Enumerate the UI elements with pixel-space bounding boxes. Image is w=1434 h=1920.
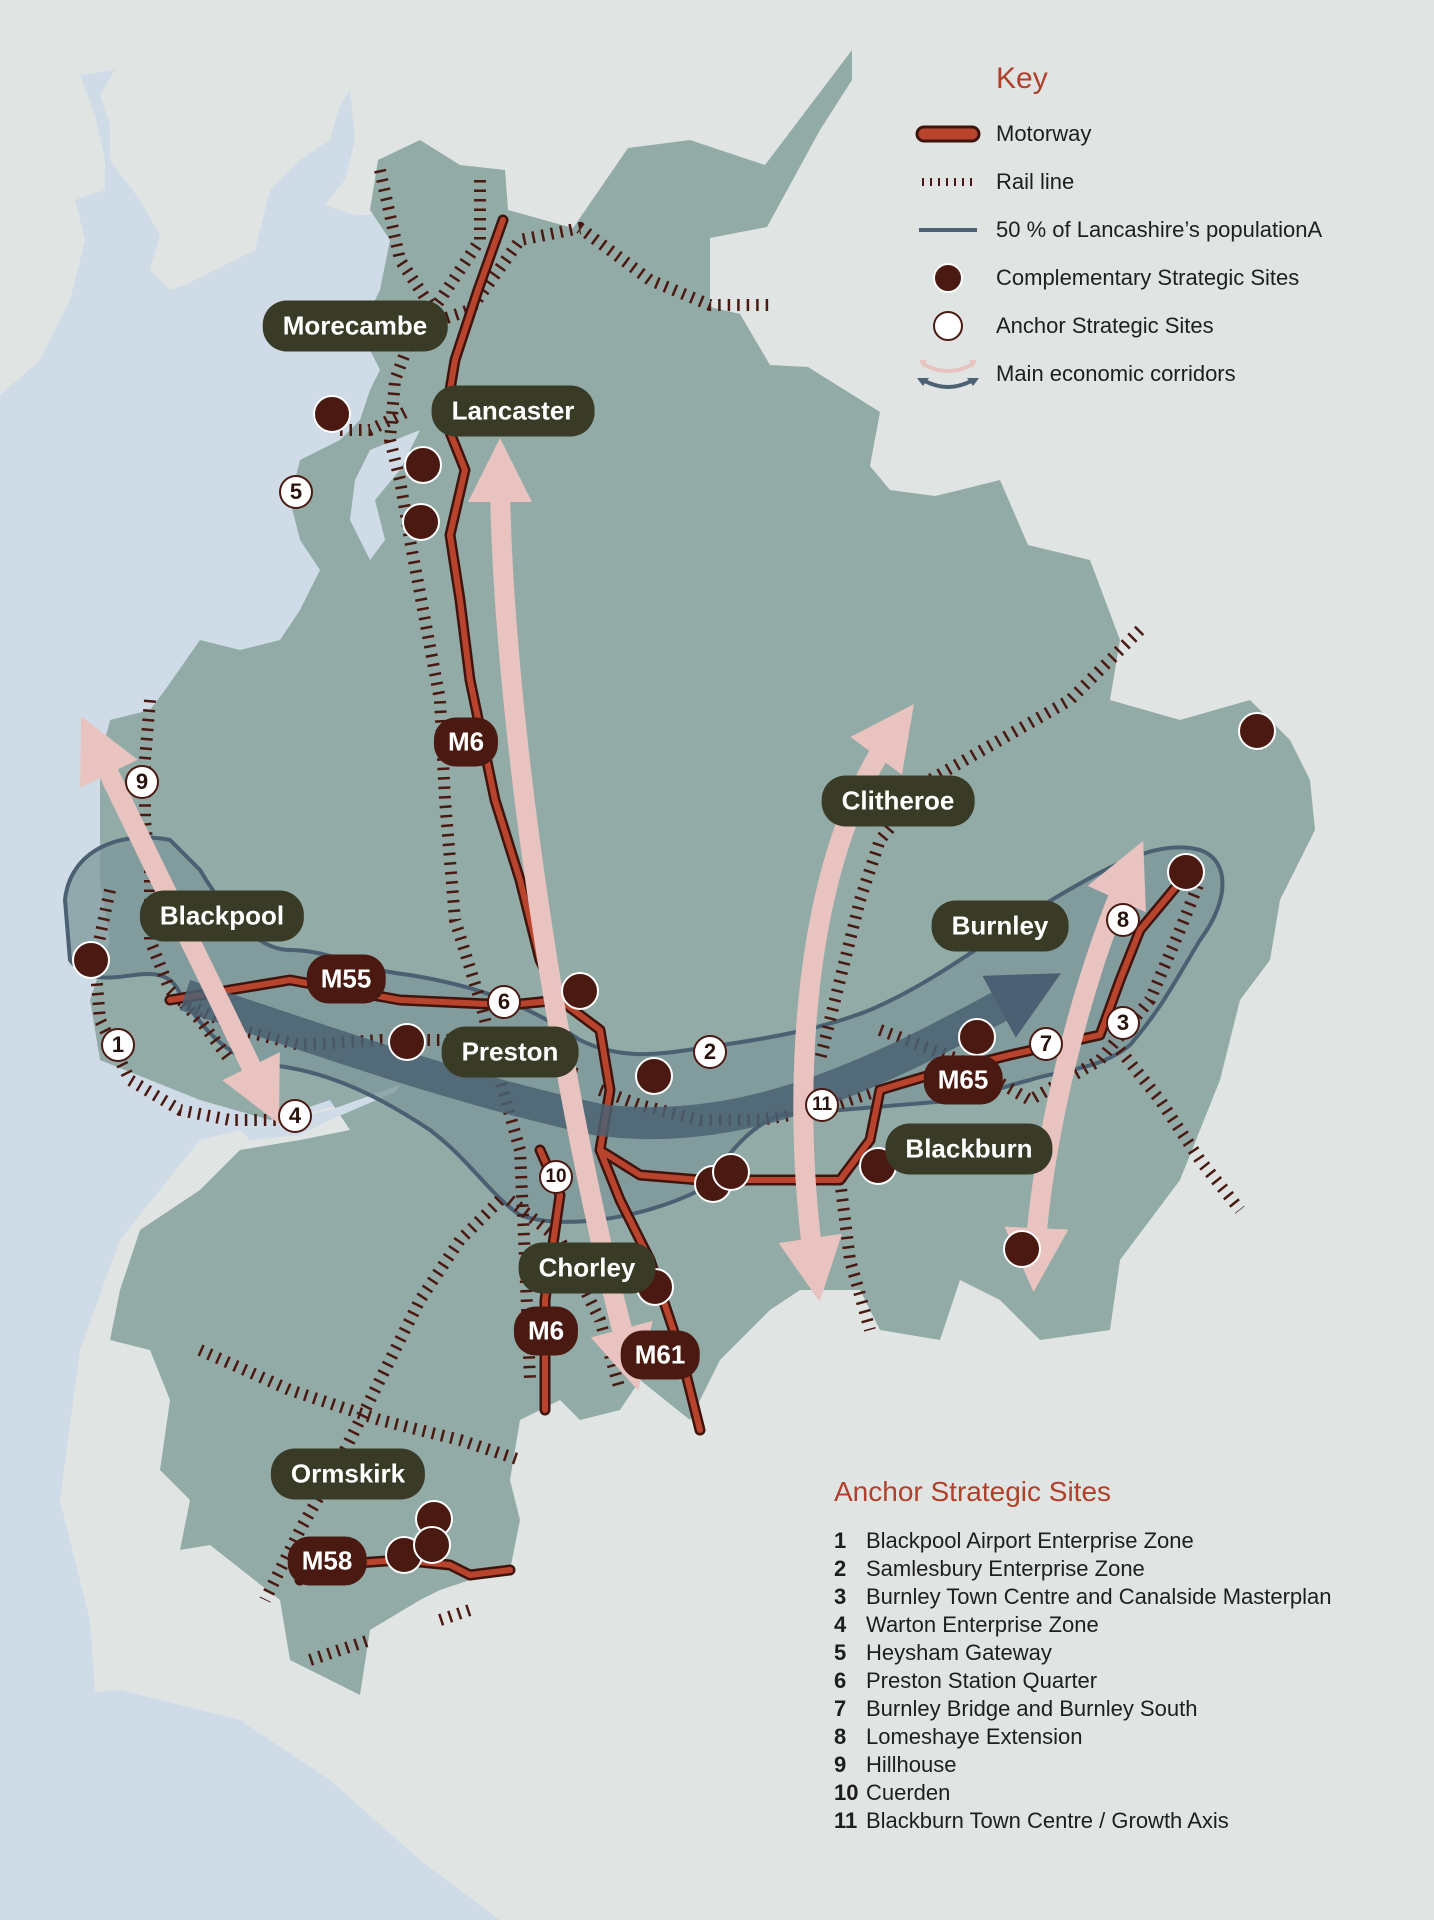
complementary-site-marker [561,972,599,1010]
anchor-site-name: Preston Station Quarter [866,1668,1098,1693]
anchor-site-marker: 6 [487,985,521,1019]
anchor-site-list-item: 6 Preston Station Quarter [834,1668,1332,1696]
anchor-site-number: 5 [834,1640,847,1665]
key-title: Key [996,62,1048,95]
anchor-site-name: Burnley Bridge and Burnley South [866,1696,1198,1721]
anchor-site-number: 11 [834,1808,858,1833]
anchor-site-marker: 4 [278,1099,312,1133]
anchor-site-marker: 5 [279,475,313,509]
anchor-site-list-item: 2 Samlesbury Enterprise Zone [834,1556,1332,1584]
key-item-corridors: Main economic corridors [900,350,1322,398]
anchor-site-name: Lomeshaye Extension [866,1724,1083,1749]
complementary-site-marker [712,1153,750,1191]
anchor-site-marker: 8 [1106,903,1140,937]
key-item-anchor: Anchor Strategic Sites [900,302,1322,350]
motorway-label: M6 [513,1306,579,1356]
map-key: Key Motorway Rail line 50 % of Lancashir… [900,62,1322,398]
complementary-site-marker [404,446,442,484]
motorway-label: M65 [923,1055,1003,1105]
town-label: Ormskirk [270,1448,426,1500]
anchor-site-list-item: 7 Burnley Bridge and Burnley South [834,1696,1332,1724]
complementary-site-marker [1003,1230,1041,1268]
town-label: Chorley [518,1242,656,1294]
motorway-label: M55 [306,954,386,1004]
anchor-site-number: 3 [834,1584,847,1609]
corridor-arrows-icon [917,360,979,389]
anchor-site-name: Burnley Town Centre and Canalside Master… [866,1584,1332,1609]
anchor-site-name: Cuerden [866,1780,951,1805]
anchor-site-number: 6 [834,1668,847,1693]
anchor-site-number: 9 [834,1752,847,1777]
town-label: Blackburn [885,1123,1053,1175]
anchor-site-list-item: 11 Blackburn Town Centre / Growth Axis [834,1808,1332,1836]
anchor-site-list-item: 1 Blackpool Airport Enterprise Zone [834,1528,1332,1556]
town-label: Morecambe [262,300,448,352]
rail-line-icon [922,178,974,186]
anchor-site-list-item: 3 Burnley Town Centre and Canalside Maste… [834,1584,1332,1612]
anchor-site-number: 4 [834,1612,847,1637]
anchor-site-number: 10 [834,1780,859,1805]
key-item-motorway: Motorway [900,110,1322,158]
motorway-label: M61 [620,1330,700,1380]
complementary-site-marker [313,395,351,433]
complementary-site-marker [1238,712,1276,750]
motorway-label: M58 [287,1536,367,1586]
anchor-site-name: Warton Enterprise Zone [866,1612,1099,1637]
anchor-sites-items: 1 Blackpool Airport Enterprise Zone 2 Samle… [834,1528,1332,1836]
lune-estuary [350,430,420,560]
anchor-site-list-item: 5 Heysham Gateway [834,1640,1332,1668]
anchor-site-name: Samlesbury Enterprise Zone [866,1556,1145,1581]
complementary-site-dot-icon [933,263,963,293]
anchor-site-marker: 7 [1029,1027,1063,1061]
anchor-site-name: Heysham Gateway [866,1640,1052,1665]
anchor-site-marker: 2 [693,1035,727,1069]
town-label: Blackpool [139,890,305,942]
anchor-site-number: 8 [834,1724,847,1749]
anchor-sites-list: Anchor Strategic Sites 1 Blackpool Airpor… [834,1476,1332,1836]
town-label: Burnley [931,900,1069,952]
anchor-site-name: Hillhouse [866,1752,957,1777]
ribble-estuary [240,1085,400,1140]
anchor-site-number: 2 [834,1556,847,1581]
complementary-site-marker [72,941,110,979]
town-label: Preston [441,1026,579,1078]
complementary-site-marker [388,1023,426,1061]
anchor-sites-title: Anchor Strategic Sites [834,1476,1112,1507]
anchor-site-number: 1 [834,1528,847,1553]
complementary-site-marker [413,1526,451,1564]
anchor-site-marker: 10 [539,1160,573,1194]
anchor-site-marker: 1 [101,1028,135,1062]
motorway-line-icon [915,125,981,143]
anchor-site-name: Blackburn Town Centre / Growth Axis [866,1808,1229,1833]
complementary-site-marker [402,503,440,541]
town-label: Lancaster [431,385,595,437]
anchor-site-marker: 11 [805,1088,839,1122]
complementary-site-marker [635,1057,673,1095]
anchor-site-number: 7 [834,1696,847,1721]
anchor-site-list-item: 10 Cuerden [834,1780,1332,1808]
mersey-estuary [0,1690,500,1920]
anchor-site-list-item: 4 Warton Enterprise Zone [834,1612,1332,1640]
complementary-site-marker [958,1018,996,1056]
anchor-site-list-item: 8 Lomeshaye Extension [834,1724,1332,1752]
anchor-site-marker: 9 [125,765,159,799]
town-label: Clitheroe [821,775,975,827]
anchor-site-name: Blackpool Airport Enterprise Zone [866,1528,1194,1553]
motorway-label: M6 [433,717,499,767]
key-item-rail: Rail line [900,158,1322,206]
anchor-site-list-item: 9 Hillhouse [834,1752,1332,1780]
complementary-site-marker [1167,853,1205,891]
anchor-site-marker: 3 [1106,1006,1140,1040]
key-item-population: 50 % of Lancashire’s populationA [900,206,1322,254]
anchor-site-circle-icon [933,311,963,341]
population-boundary-icon [919,228,977,232]
key-item-complementary: Complementary Strategic Sites [900,254,1322,302]
